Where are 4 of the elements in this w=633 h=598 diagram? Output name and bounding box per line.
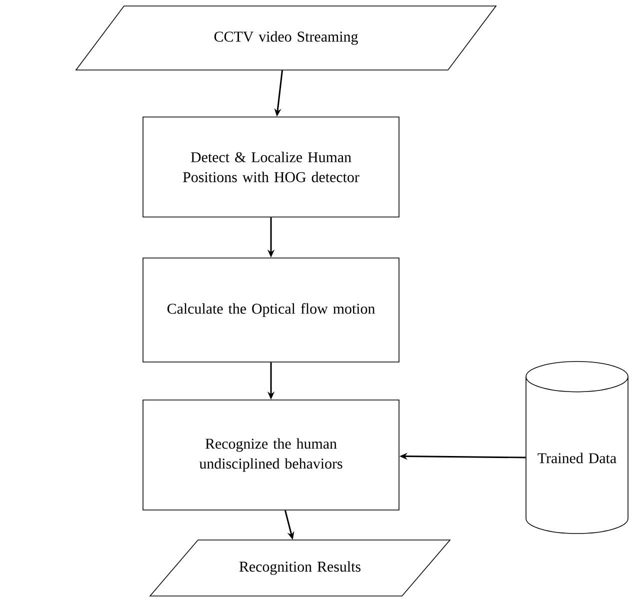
process-box: Calculate the Optical flow motion [142, 258, 400, 362]
database-cylinder: Trained Data [526, 361, 628, 534]
process-box: Recognize the human undisciplined behaviors [142, 400, 400, 510]
process-box: Detect & Localize Human Positions with HOG detector [142, 116, 400, 218]
